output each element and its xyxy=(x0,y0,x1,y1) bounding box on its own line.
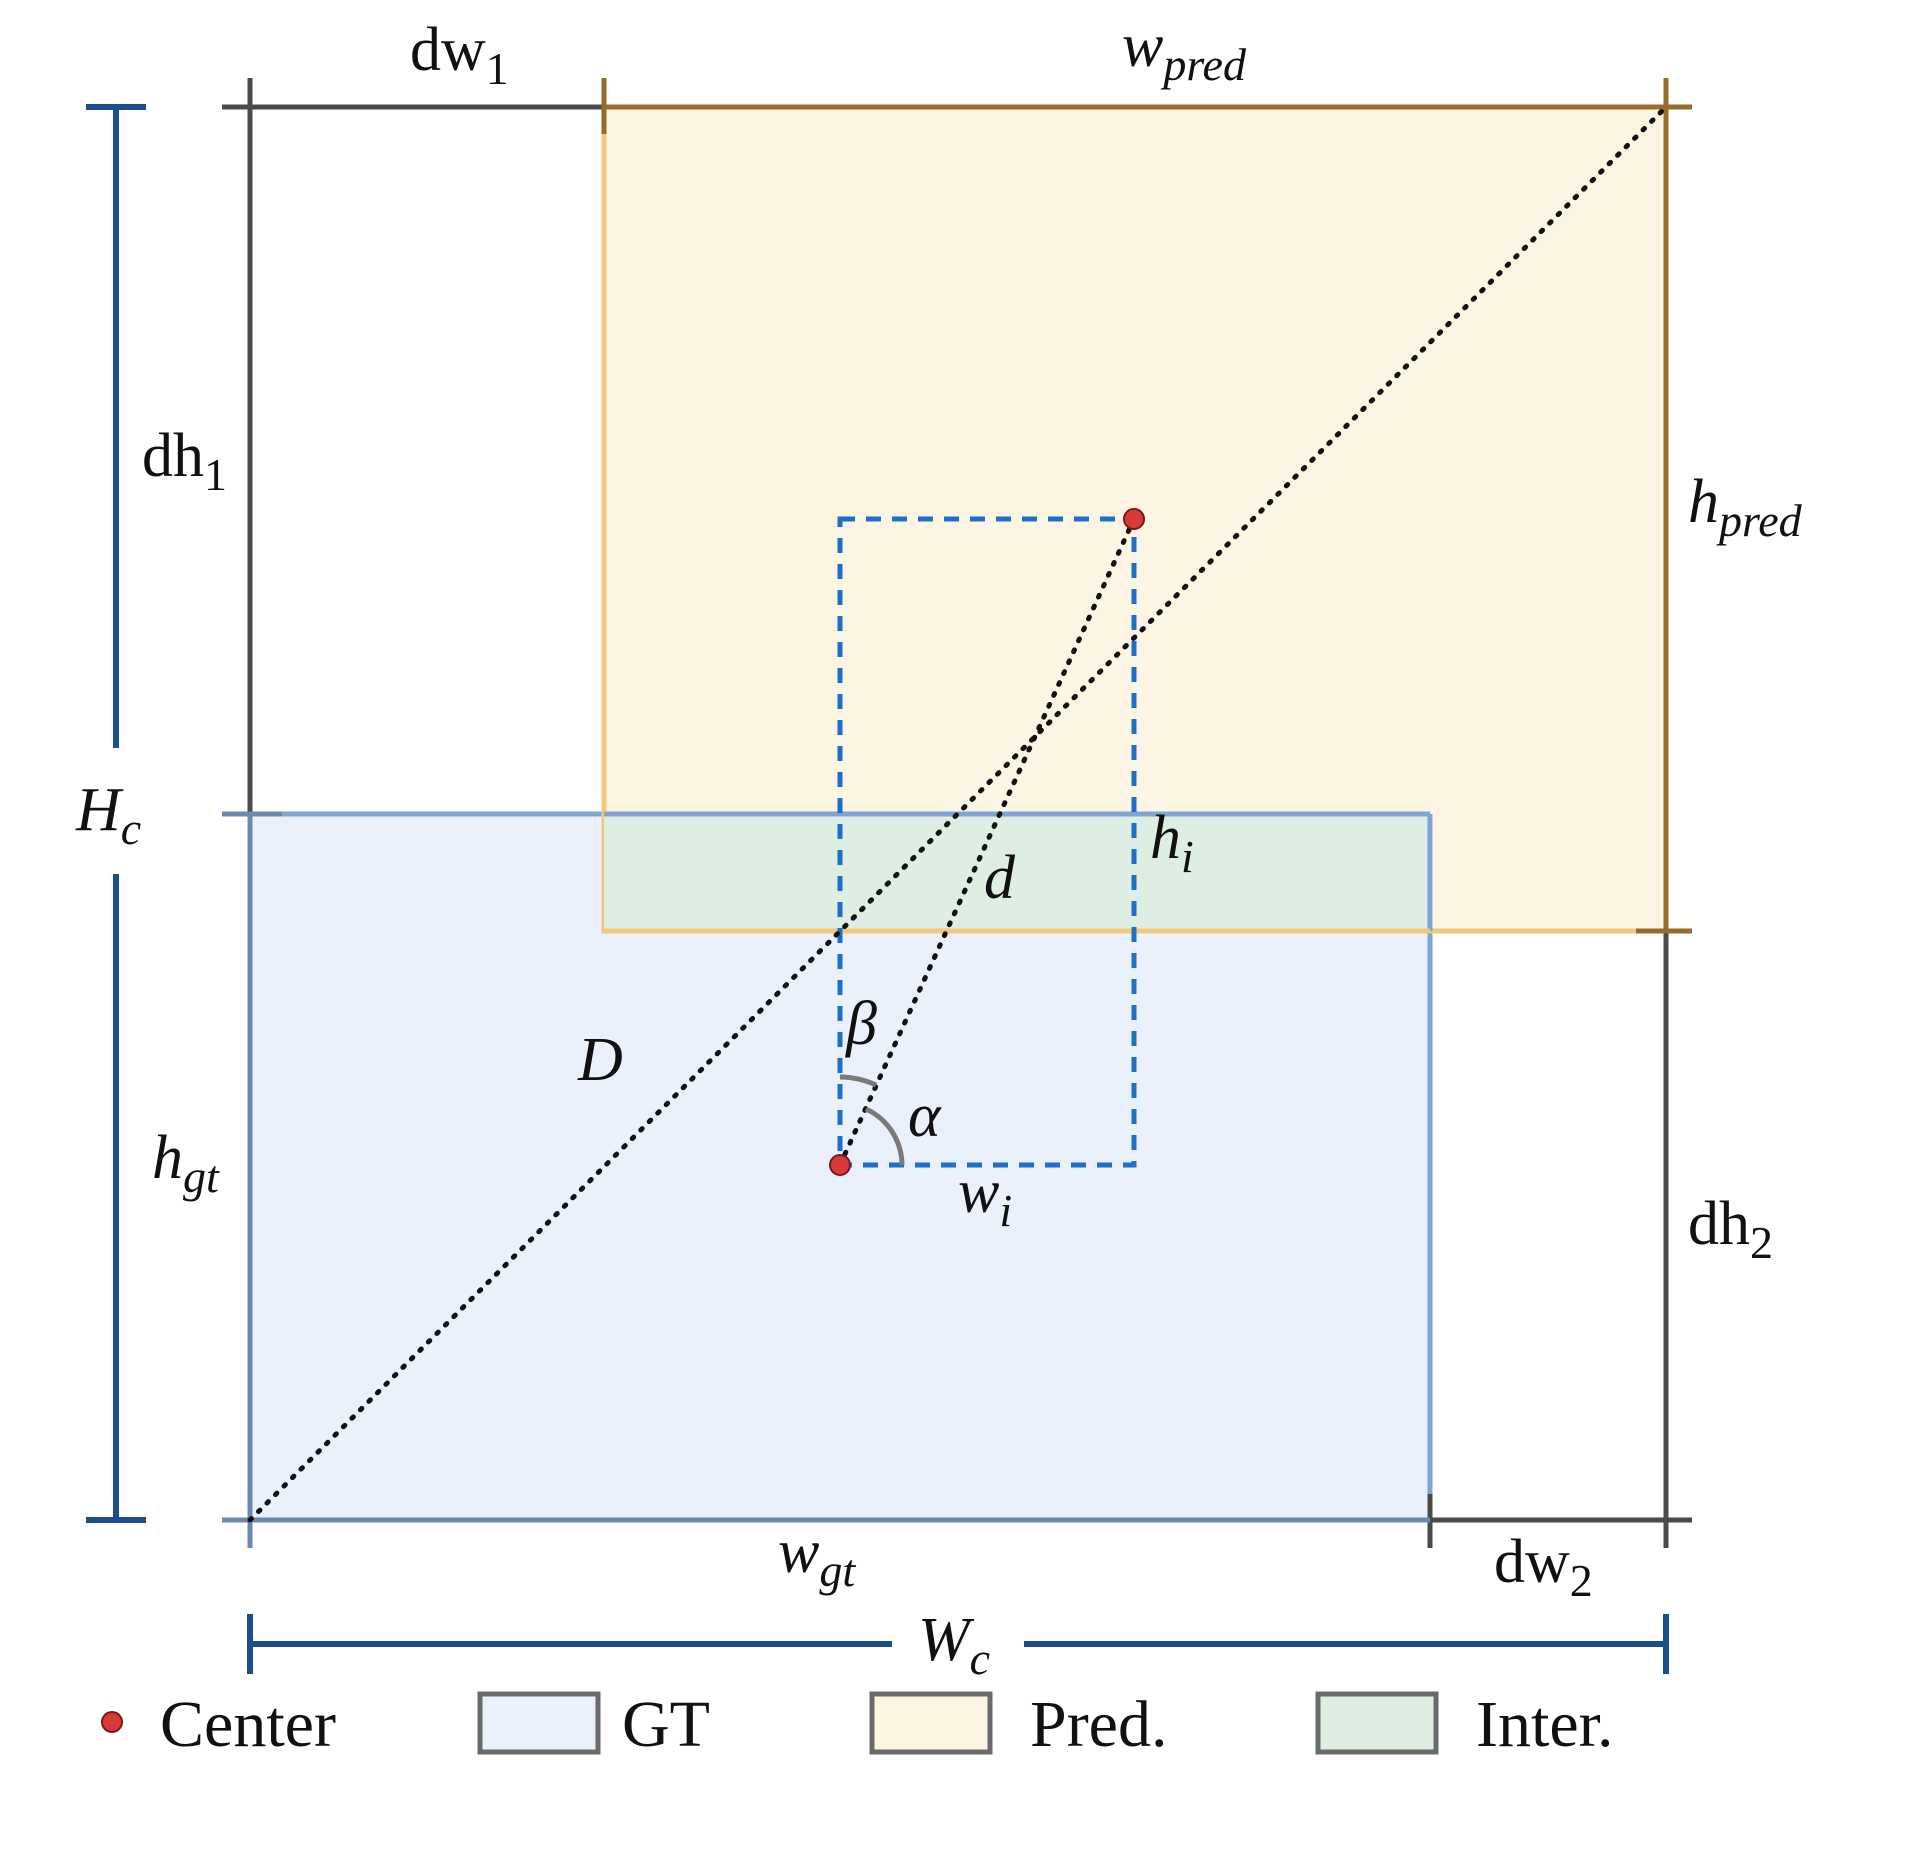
gt-center-dot xyxy=(829,1154,851,1176)
beta-arc xyxy=(839,1074,878,1088)
wc-dimension xyxy=(247,1614,1669,1674)
label-d: d xyxy=(984,844,1016,912)
legend-gt-swatch xyxy=(477,1691,601,1755)
gt-dimension-edges xyxy=(222,811,1430,1548)
legend-center-dot xyxy=(101,1711,123,1733)
label-hc: Hc xyxy=(75,776,141,854)
legend-pred-label: Pred. xyxy=(1030,1688,1167,1761)
label-w-gt: wgt xyxy=(778,1518,856,1596)
label-dw2: dw2 xyxy=(1494,1528,1593,1606)
legend-inter-swatch xyxy=(1315,1691,1439,1755)
pred-dimension-edges xyxy=(601,78,1692,934)
label-alpha: α xyxy=(908,1082,942,1150)
label-h-gt: hgt xyxy=(152,1124,220,1202)
enclosing-box-edges xyxy=(222,78,1692,1548)
label-dh1: dh1 xyxy=(142,422,227,500)
intersection-box xyxy=(604,814,1430,931)
label-dw1: dw1 xyxy=(410,16,509,94)
legend-gt-label: GT xyxy=(622,1688,710,1761)
legend-inter-label: Inter. xyxy=(1476,1688,1613,1761)
label-h-i: hi xyxy=(1150,804,1194,882)
pred-center-dot xyxy=(1123,508,1145,530)
label-h-pred: hpred xyxy=(1688,468,1803,546)
hc-dimension xyxy=(86,104,146,1523)
label-beta: β xyxy=(845,990,877,1058)
label-w-i: wi xyxy=(958,1158,1012,1236)
label-wc: Wc xyxy=(918,1606,990,1684)
label-dh2: dh2 xyxy=(1688,1190,1773,1268)
center-distance-line xyxy=(837,516,1137,1168)
enclosing-diagonal xyxy=(247,104,1669,1523)
label-D: D xyxy=(577,1026,623,1094)
label-w-pred: wpred xyxy=(1122,12,1247,90)
legend: Center GT Pred. Inter. xyxy=(101,1688,1613,1761)
legend-center-label: Center xyxy=(160,1688,336,1761)
alpha-arc xyxy=(864,1106,905,1166)
legend-pred-swatch xyxy=(869,1691,993,1755)
